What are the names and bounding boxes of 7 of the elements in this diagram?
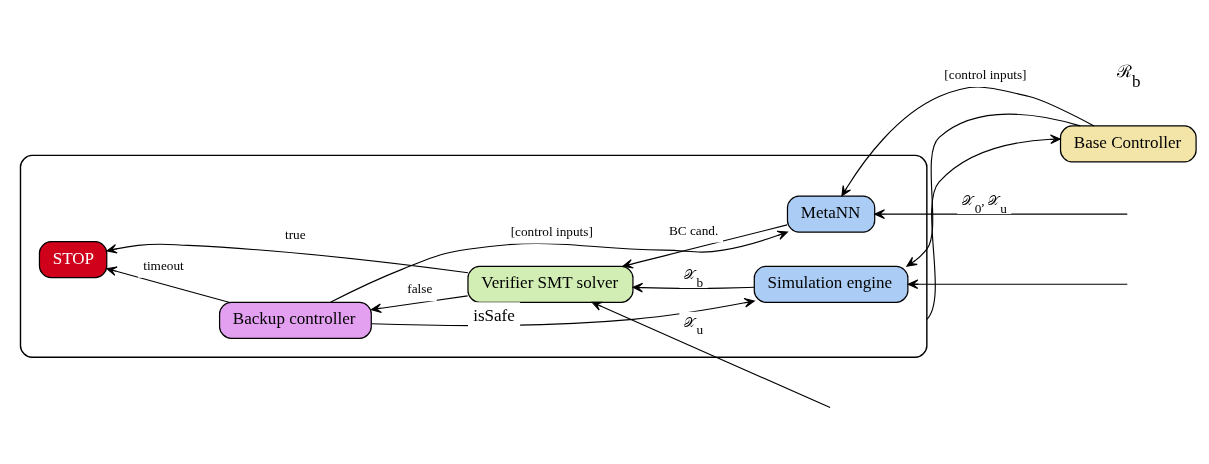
edge-label: [control inputs]: [944, 67, 1027, 83]
edge-label: [control inputs]: [510, 223, 593, 239]
edge-label: true: [285, 227, 306, 243]
edge-label: false: [407, 281, 433, 297]
edge-label: timeout: [143, 257, 184, 273]
edge-label: BC cand.: [668, 222, 719, 238]
node-label: isSafe: [473, 305, 515, 325]
